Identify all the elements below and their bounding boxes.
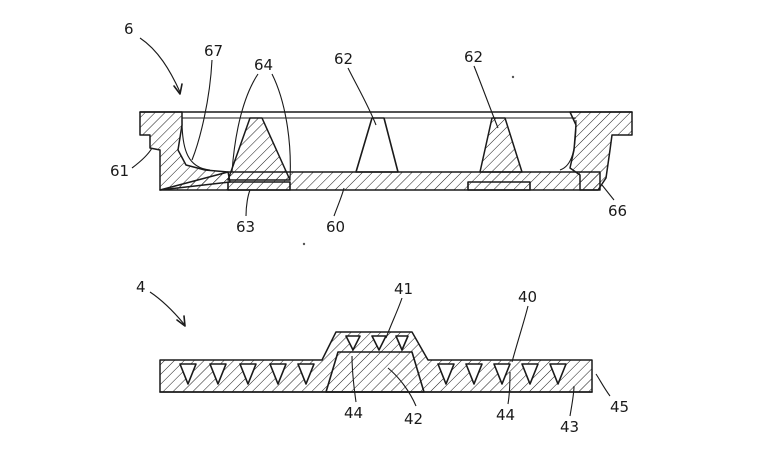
teeth-left xyxy=(179,363,315,385)
inner-cavity-left xyxy=(181,119,211,171)
upper-assembly: 6 67 64 62 62 61 63 60 66 xyxy=(110,20,633,246)
inner-cavity-right xyxy=(559,119,577,171)
label-66: 66 xyxy=(608,202,627,220)
leader-6 xyxy=(139,37,181,93)
rib-right xyxy=(479,117,523,173)
label-40: 40 xyxy=(518,288,537,306)
label-43: 43 xyxy=(560,418,579,436)
leader-62b xyxy=(473,65,499,129)
leader-44b xyxy=(507,371,511,405)
leader-44a xyxy=(351,355,357,403)
leader-63 xyxy=(245,189,251,217)
leader-66 xyxy=(601,184,615,201)
teeth-top xyxy=(345,335,409,351)
leader-67 xyxy=(191,59,213,161)
label-62-right: 62 xyxy=(464,48,483,66)
leader-62a xyxy=(347,67,377,126)
label-64: 64 xyxy=(254,56,273,74)
label-41: 41 xyxy=(394,280,413,298)
label-44-left: 44 xyxy=(344,404,363,422)
label-60: 60 xyxy=(326,218,345,236)
leader-6-arrow xyxy=(173,83,183,95)
leader-64a xyxy=(231,73,259,173)
rib-middle xyxy=(355,117,399,173)
label-6: 6 xyxy=(124,20,134,38)
label-4: 4 xyxy=(136,278,146,296)
right-wall-section xyxy=(569,111,633,191)
speck xyxy=(302,242,306,246)
leader-45 xyxy=(595,373,611,397)
lower-assembly: 4 41 40 44 42 44 43 45 xyxy=(136,278,629,436)
pad-left xyxy=(227,181,291,191)
leader-61 xyxy=(131,147,153,169)
leader-64b xyxy=(271,73,291,181)
leader-43 xyxy=(569,385,575,417)
label-42: 42 xyxy=(404,410,423,428)
label-63: 63 xyxy=(236,218,255,236)
pad-right xyxy=(467,181,531,191)
leader-42 xyxy=(387,367,417,407)
leader-4 xyxy=(149,291,185,325)
label-44-right: 44 xyxy=(496,406,515,424)
leader-60 xyxy=(333,187,345,217)
leader-4-arrow xyxy=(176,315,186,327)
teeth-right xyxy=(437,363,567,385)
leader-41 xyxy=(385,297,403,339)
speck xyxy=(511,75,515,79)
label-67: 67 xyxy=(204,42,223,60)
label-45: 45 xyxy=(610,398,629,416)
label-62-middle: 62 xyxy=(334,50,353,68)
label-61: 61 xyxy=(110,162,129,180)
base-plate-section xyxy=(159,171,601,191)
leader-40 xyxy=(511,305,529,363)
